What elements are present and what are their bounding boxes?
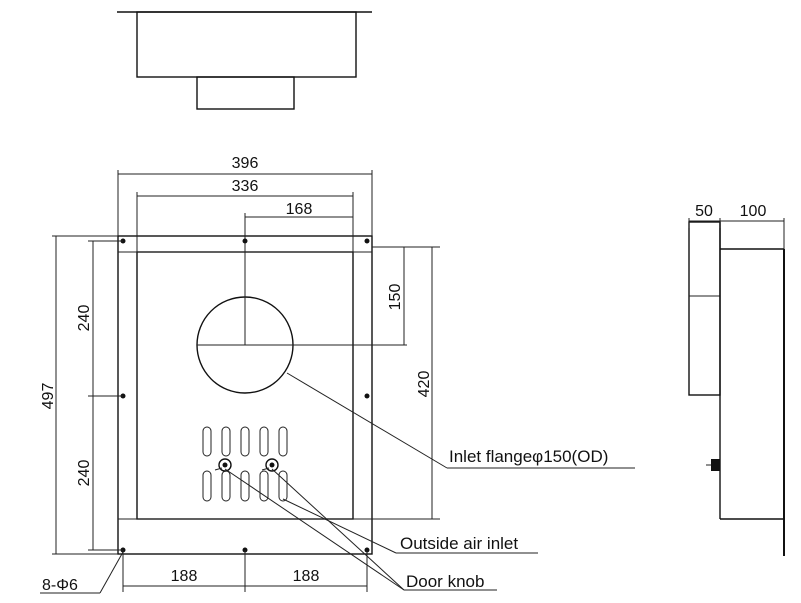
callout-outside-air-inlet: Outside air inlet [400, 534, 518, 553]
dimension-labels: 396 336 168 150 420 497 240 240 188 188 … [40, 155, 433, 594]
dimension-lines [40, 170, 440, 594]
dim-upper-pitch: 240 [76, 305, 93, 332]
top-view-body [136, 11, 357, 78]
louver-slot [221, 426, 231, 457]
dim-side-depth-b: 100 [740, 203, 767, 220]
top-view [117, 11, 372, 110]
dim-flange-from-top: 150 [387, 284, 404, 311]
dim-inner-width: 336 [232, 178, 259, 195]
louver-slot [202, 470, 212, 502]
door-knob-right [261, 458, 279, 472]
side-knob [711, 459, 720, 471]
dim-overall-width: 396 [232, 155, 259, 172]
side-front-plate [688, 221, 721, 396]
callout-labels: Inlet flangeφ150(OD) Outside air inlet D… [400, 447, 608, 591]
louver-slots-lower [202, 470, 288, 502]
louver-slot [259, 426, 269, 457]
side-view: 50 100 [688, 203, 785, 556]
louver-slot [240, 470, 250, 502]
louver-slot [278, 470, 288, 502]
dim-hole-spec: 8-Φ6 [42, 577, 78, 594]
dim-lower-pitch: 240 [76, 460, 93, 487]
callout-leaders [224, 372, 635, 591]
dim-overall-height: 497 [40, 383, 57, 410]
callout-inlet-flange: Inlet flangeφ150(OD) [449, 447, 608, 466]
mounting-hole [364, 238, 370, 244]
louver-slot [221, 470, 231, 502]
louver-slots-upper [202, 426, 288, 457]
dim-side-depth-a: 50 [695, 203, 713, 220]
dim-center-offset: 168 [286, 201, 313, 218]
louver-slot [278, 426, 288, 457]
louver-slot [240, 426, 250, 457]
front-view [117, 213, 407, 555]
dim-inner-height: 420 [416, 371, 433, 398]
top-view-flange [196, 76, 295, 110]
dim-bottom-left-pitch: 188 [171, 568, 198, 585]
callout-door-knob: Door knob [406, 572, 484, 591]
mounting-hole [364, 393, 370, 399]
louver-slot [259, 470, 269, 502]
mounting-hole [242, 238, 248, 244]
dim-bottom-right-pitch: 188 [293, 568, 320, 585]
door-knob-left [214, 458, 232, 472]
louver-slot [202, 426, 212, 457]
